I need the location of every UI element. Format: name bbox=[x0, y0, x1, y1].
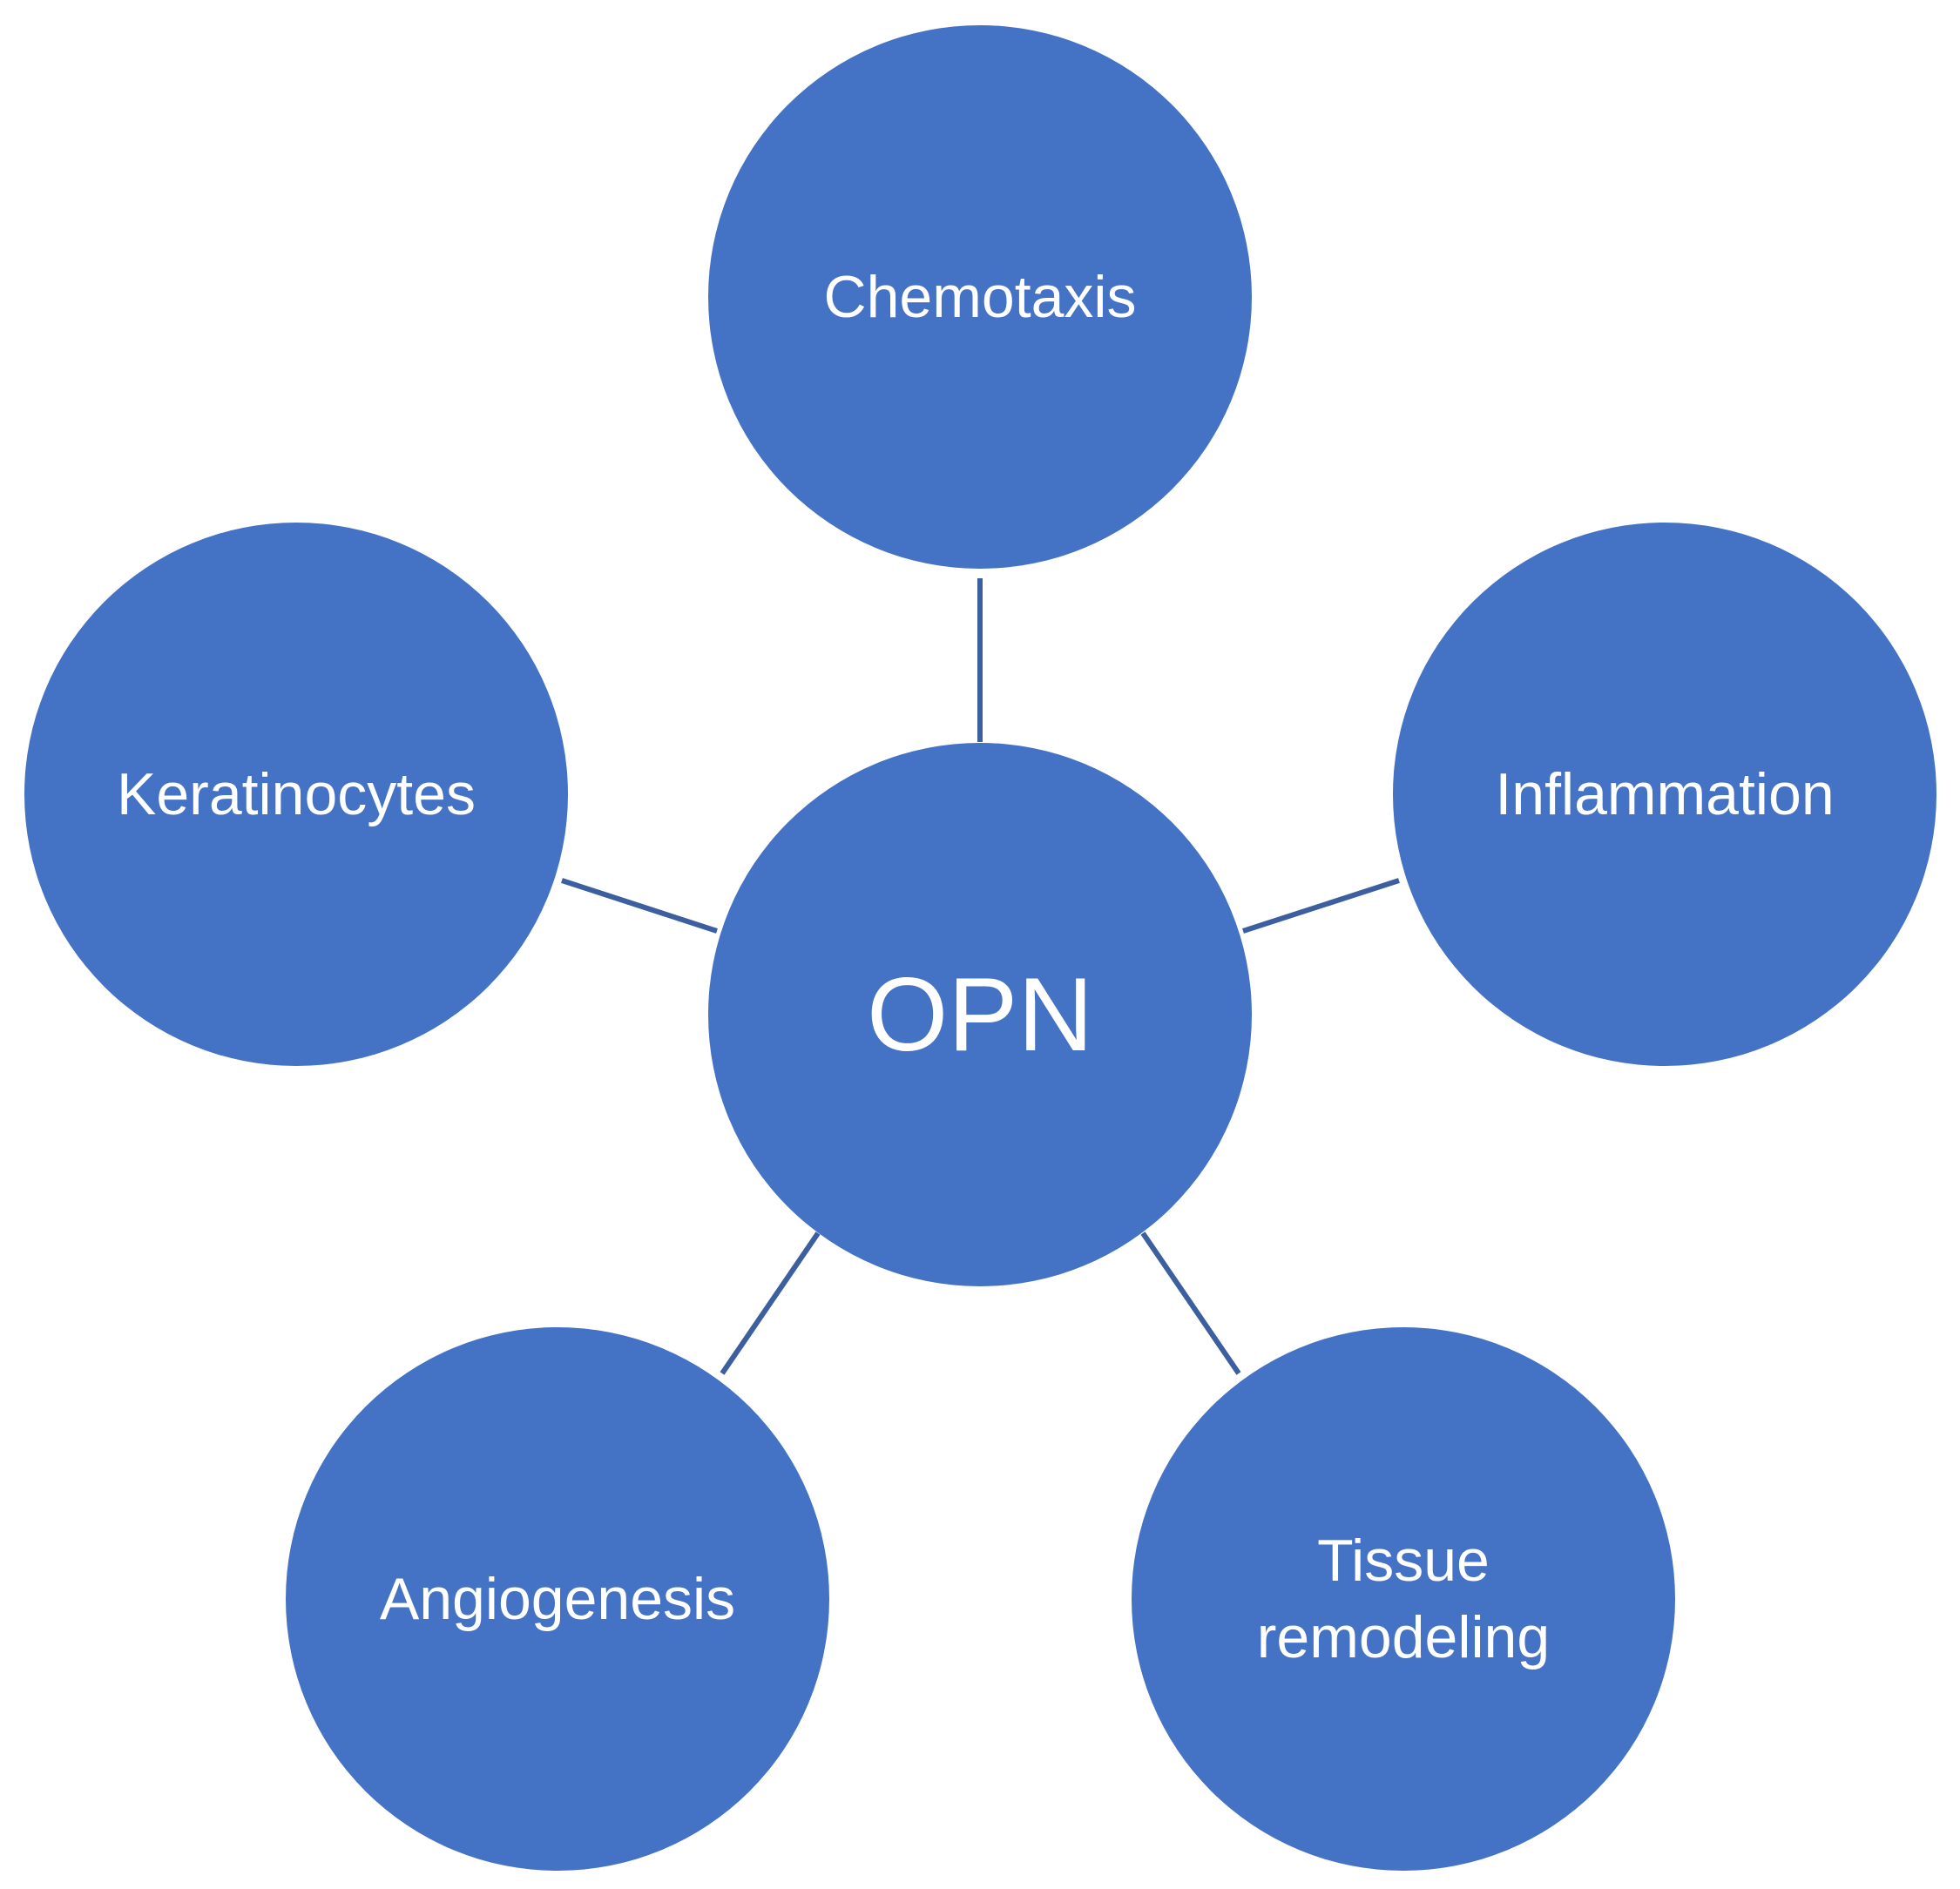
node-keratinocytes-circle bbox=[24, 523, 568, 1066]
center-node: OPN bbox=[708, 743, 1252, 1286]
node-tissue-remodeling-label-line-1: Tissue bbox=[1317, 1528, 1490, 1594]
center-node-circle bbox=[708, 743, 1252, 1286]
node-tissue-remodeling-circle bbox=[1132, 1327, 1675, 1871]
node-chemotaxis: Chemotaxis bbox=[708, 25, 1252, 569]
node-chemotaxis-circle bbox=[708, 25, 1252, 569]
node-keratinocytes: Keratinocytes bbox=[24, 523, 568, 1066]
center-node-label: OPN bbox=[867, 956, 1093, 1073]
node-keratinocytes-label: Keratinocytes bbox=[117, 761, 476, 827]
node-tissue-remodeling-label-line-2: remodeling bbox=[1257, 1604, 1550, 1670]
node-chemotaxis-label: Chemotaxis bbox=[823, 264, 1136, 330]
connector-keratinocytes bbox=[561, 878, 718, 934]
connector-tissue-remodeling bbox=[1140, 1231, 1241, 1375]
node-tissue-remodeling: Tissue remodeling bbox=[1132, 1327, 1675, 1871]
node-inflammation: Inflammation bbox=[1393, 523, 1936, 1066]
connector-angiogenesis bbox=[720, 1231, 821, 1375]
node-angiogenesis-circle bbox=[286, 1327, 829, 1871]
node-inflammation-circle bbox=[1393, 523, 1936, 1066]
node-inflammation-label: Inflammation bbox=[1495, 761, 1834, 827]
connector-inflammation bbox=[1242, 878, 1400, 934]
node-angiogenesis-label: Angiogenesis bbox=[380, 1566, 735, 1632]
node-angiogenesis: Angiogenesis bbox=[286, 1327, 829, 1871]
